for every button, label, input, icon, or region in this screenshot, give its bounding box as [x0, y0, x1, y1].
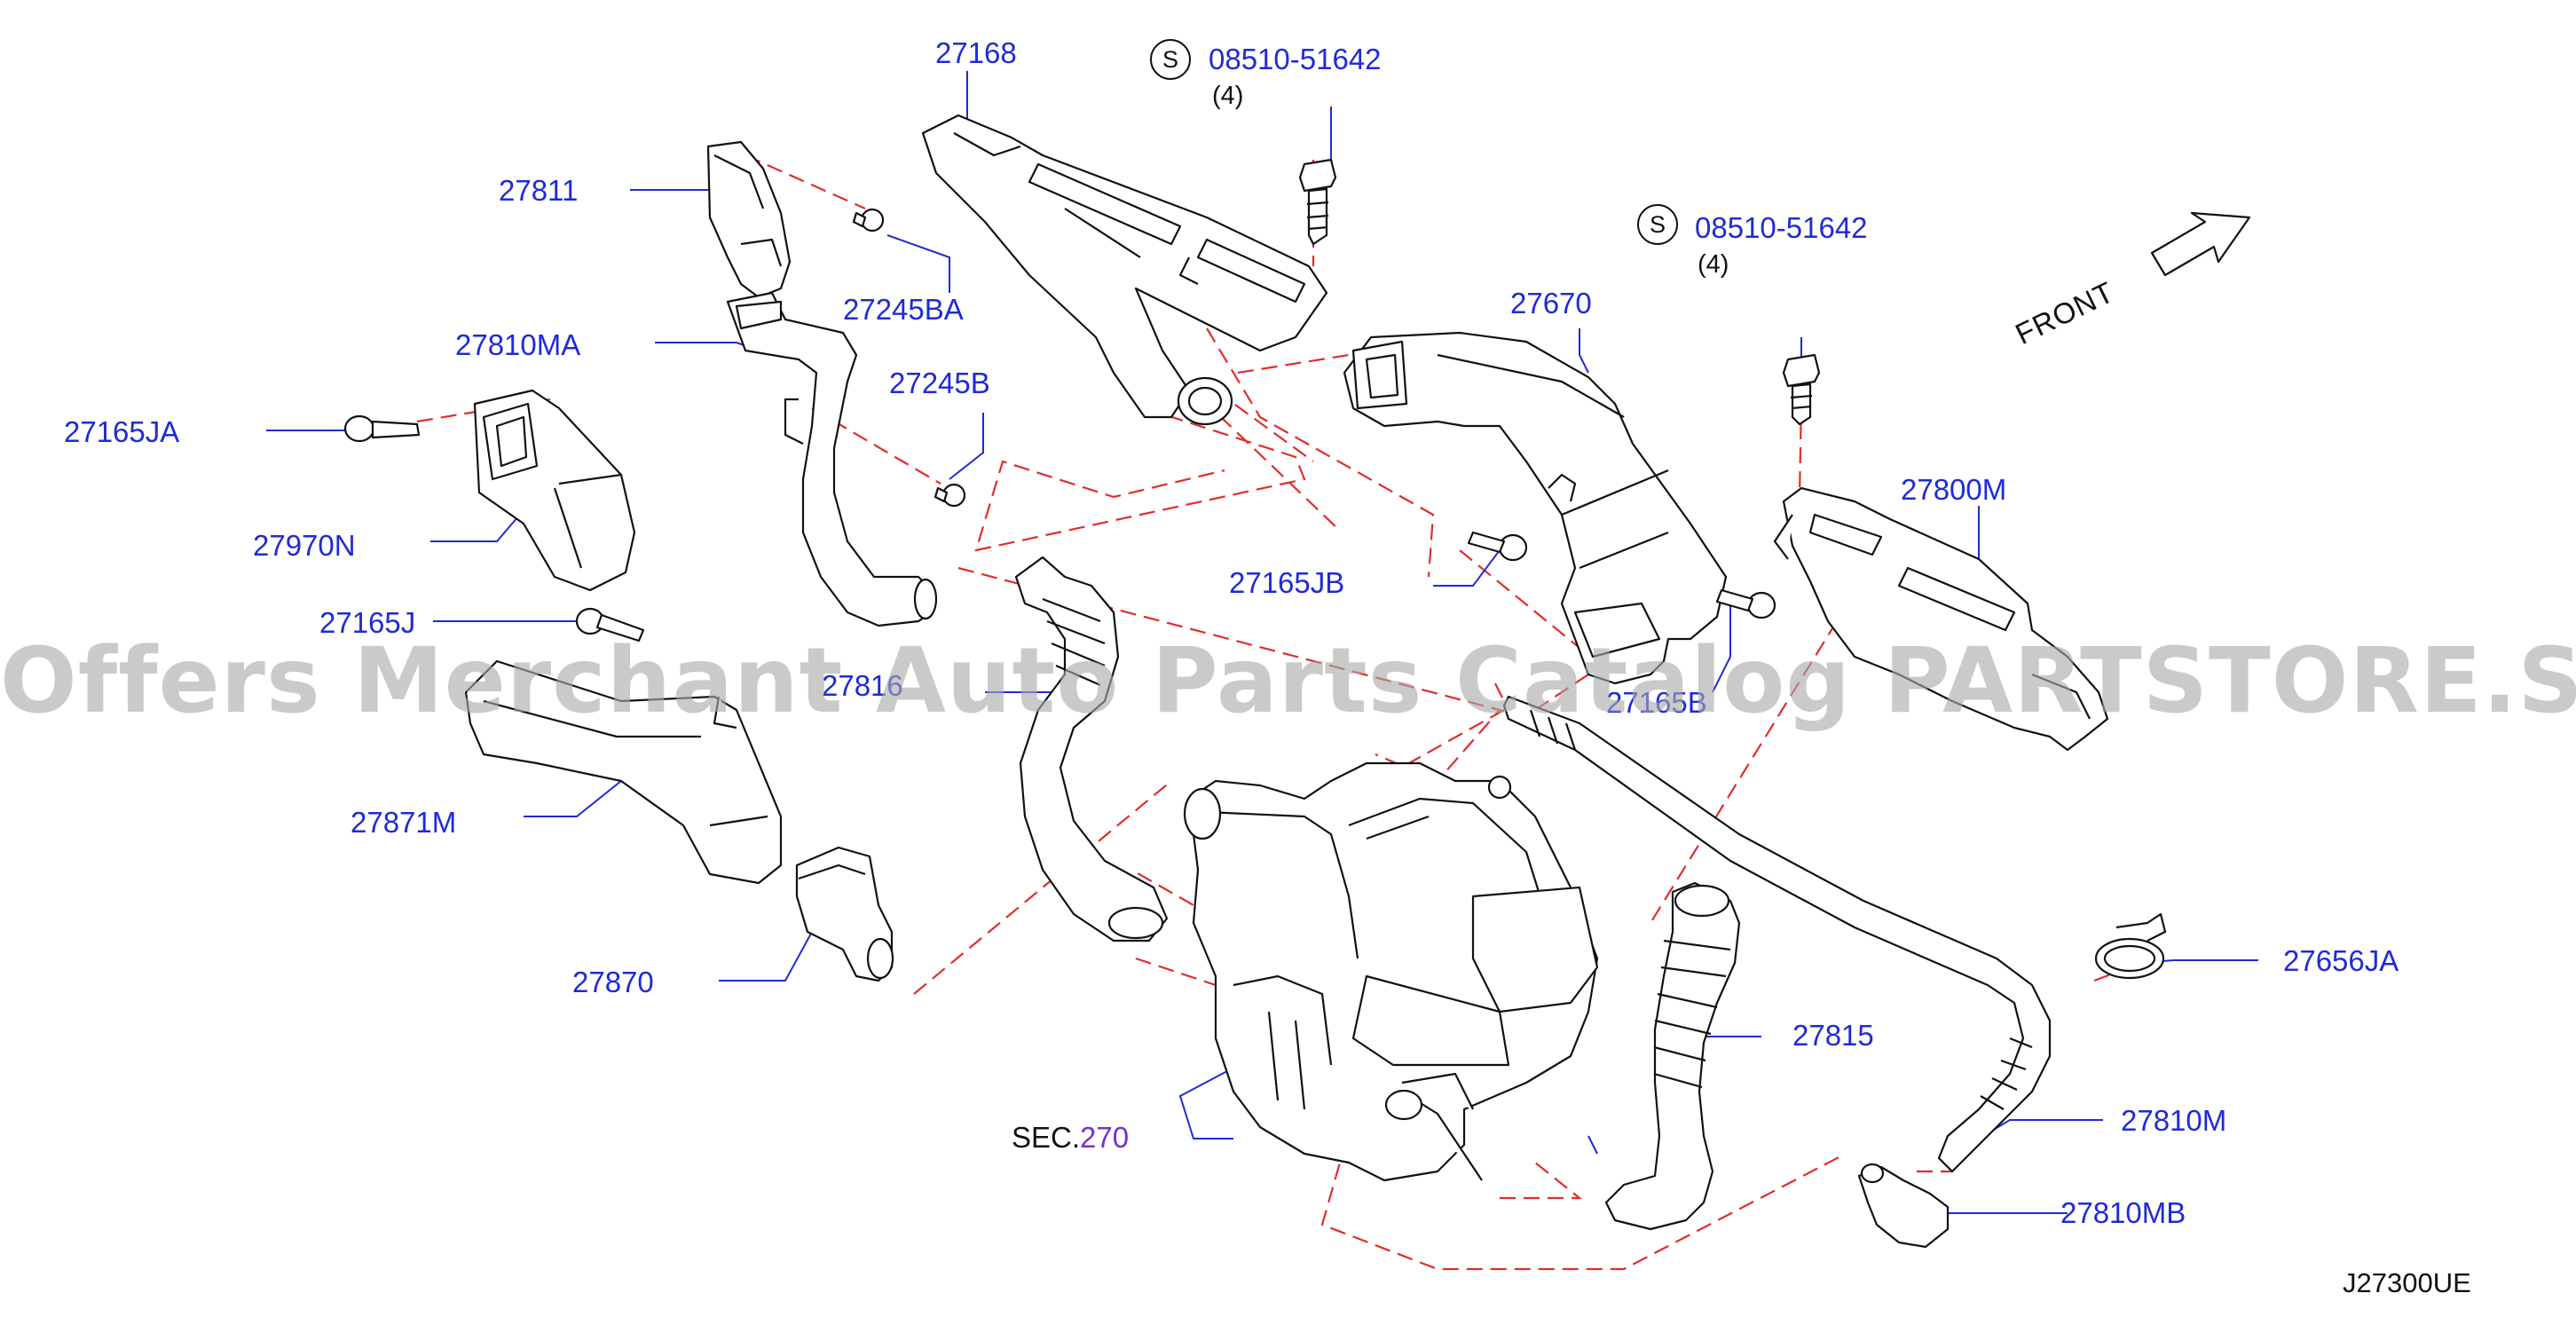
sec-ref-label[interactable]: SEC.270	[1012, 1123, 1129, 1152]
heater-unit-sec270-icon	[1183, 761, 1599, 1182]
hose-27816-icon	[1014, 556, 1169, 942]
label-27800M[interactable]: 27800M	[1901, 473, 2007, 506]
bolt-08510-right-icon	[1782, 353, 1821, 426]
screw-27165JB-icon	[1467, 531, 1528, 562]
hose-27815-icon	[1604, 881, 1741, 1231]
standard-part-symbol-right: S	[1637, 204, 1678, 245]
duct-27870-icon	[795, 846, 894, 982]
label-27810MA[interactable]: 27810MA	[455, 328, 581, 361]
screw-27165B-icon	[1715, 588, 1776, 619]
label-27810MB[interactable]: 27810MB	[2060, 1196, 2186, 1229]
screw-27165J-icon	[575, 607, 645, 643]
label-27165B[interactable]: 27165B	[1606, 686, 1707, 719]
label-27165JB[interactable]: 27165JB	[1229, 566, 1345, 599]
label-27245B[interactable]: 27245B	[889, 367, 990, 399]
diagram-code: J27300UE	[2343, 1267, 2471, 1298]
label-27816[interactable]: 27816	[822, 669, 903, 702]
label-27811[interactable]: 27811	[499, 174, 579, 207]
label-27870[interactable]: 27870	[572, 966, 654, 998]
label-27670[interactable]: 27670	[1510, 287, 1592, 319]
screw-27165JA-icon	[343, 414, 421, 443]
label-27970N[interactable]: 27970N	[253, 529, 356, 562]
duct-27871M-icon	[464, 659, 783, 885]
clamp-27656JA-icon	[2094, 912, 2167, 980]
hose-27810MA-icon	[726, 291, 938, 627]
label-27871M[interactable]: 27871M	[351, 806, 457, 839]
label-27656JA[interactable]: 27656JA	[2283, 944, 2399, 977]
hose-27810M-icon	[1502, 695, 2052, 1173]
duct-27800M-icon	[1773, 486, 2109, 752]
front-arrow-icon	[2150, 211, 2251, 277]
label-27810M[interactable]: 27810M	[2121, 1104, 2227, 1137]
qty-bolt-right: (4)	[1698, 250, 1729, 279]
clip-27245BA-icon	[852, 208, 885, 233]
label-bolt-08510-top[interactable]: 08510-51642	[1209, 43, 1382, 75]
standard-part-symbol-top: S	[1150, 39, 1191, 80]
clip-27245B-icon	[934, 483, 966, 508]
label-27168[interactable]: 27168	[935, 36, 1017, 69]
qty-bolt-top: (4)	[1212, 82, 1244, 110]
label-27245BA[interactable]: 27245BA	[843, 293, 964, 326]
duct-27168-icon	[921, 114, 1328, 426]
label-27165JA[interactable]: 27165JA	[64, 415, 180, 448]
sec-ref-prefix: SEC.	[1012, 1121, 1081, 1154]
duct-27811-icon	[706, 140, 792, 299]
label-27815[interactable]: 27815	[1792, 1019, 1874, 1052]
elbow-27810MB-icon	[1857, 1163, 1950, 1249]
duct-27670-icon	[1343, 331, 1728, 685]
duct-27970N-icon	[473, 389, 636, 592]
label-27165J[interactable]: 27165J	[319, 606, 416, 639]
sec-ref-number[interactable]: 270	[1080, 1121, 1130, 1154]
bolt-08510-top-icon	[1298, 158, 1337, 246]
label-bolt-08510-right[interactable]: 08510-51642	[1695, 211, 1868, 244]
